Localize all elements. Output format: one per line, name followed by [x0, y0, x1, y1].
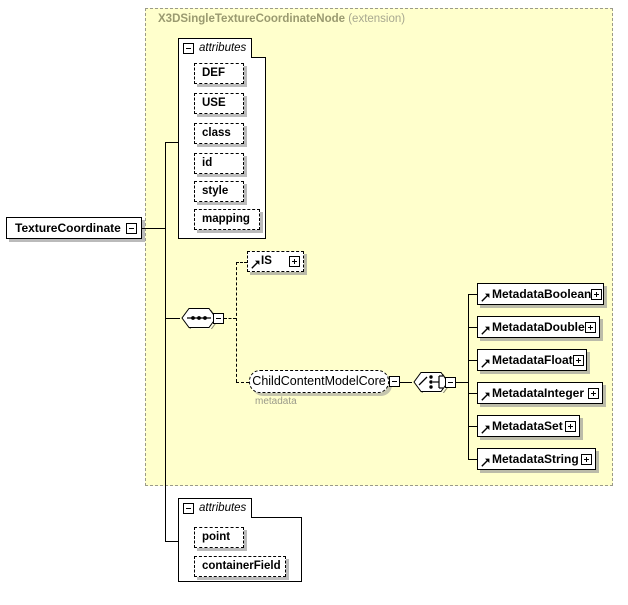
element-texturecoordinate[interactable]: TextureCoordinate [6, 217, 142, 239]
element-metadatainteger[interactable]: MetadataInteger [477, 382, 603, 404]
connector-branch-to-metadataboolean [468, 294, 477, 295]
connector-branch-to-metadatastring [468, 459, 477, 460]
attribute-id[interactable]: id [194, 153, 244, 174]
connector-sequence-branch-vertical [236, 262, 237, 382]
attribute-class[interactable]: class [194, 123, 244, 144]
connector-choice-stub [456, 382, 468, 383]
attributes-tab-label: attributes [199, 501, 247, 514]
connector-branch-to-metadataset [468, 426, 477, 427]
attribute-label: containerField [202, 559, 281, 572]
collapse-toggle-choice[interactable] [445, 377, 456, 388]
element-is[interactable]: IS [247, 251, 304, 272]
connector-branch-to-childcontentmodelcore [236, 382, 249, 383]
element-metadatadouble[interactable]: MetadataDouble [477, 316, 600, 338]
attribute-label: id [202, 156, 213, 169]
element-label: MetadataBoolean [492, 287, 592, 301]
collapse-toggle-inherited-attributes[interactable] [183, 43, 194, 54]
attribute-point[interactable]: point [194, 527, 244, 548]
element-reference-arrow-icon [481, 392, 490, 401]
collapse-toggle-sequence[interactable] [213, 313, 224, 324]
expand-toggle-metadatadouble[interactable] [585, 321, 596, 333]
connector-groupref-to-choice [400, 382, 412, 383]
element-label: MetadataDouble [492, 320, 585, 334]
attribute-label: class [202, 126, 231, 139]
attribute-label: mapping [202, 212, 250, 225]
extension-panel-title: X3DSingleTextureCoordinateNode (extensio… [158, 13, 405, 25]
attribute-label: point [202, 530, 231, 543]
element-reference-arrow-icon [481, 326, 490, 335]
inherited-attributes-header[interactable]: attributes [178, 38, 252, 58]
element-metadatastring[interactable]: MetadataString [477, 448, 596, 470]
connector-branch-to-is [236, 262, 247, 263]
expand-toggle-metadataboolean[interactable] [591, 288, 603, 300]
connector-trunk-to-attributes [165, 142, 178, 143]
connector-branch-to-metadatafloat [468, 360, 477, 361]
element-metadataset[interactable]: MetadataSet [477, 415, 580, 437]
connector-sequence-stub [224, 318, 236, 319]
expand-toggle-metadatainteger[interactable] [588, 387, 599, 399]
connector-branch-to-metadatadouble [468, 327, 477, 328]
extension-base-type: X3DSingleTextureCoordinateNode [158, 13, 346, 25]
sequence-compositor[interactable] [180, 307, 218, 329]
connector-trunk-to-sequence [165, 318, 180, 319]
element-label: IS [261, 254, 272, 267]
group-ref-label: ChildContentModelCore [252, 374, 386, 389]
attribute-def[interactable]: DEF [194, 63, 244, 84]
group-ref-sublabel-metadata: metadata [255, 396, 297, 407]
choice-compositor[interactable] [412, 371, 450, 393]
attribute-containerfield[interactable]: containerField [194, 556, 286, 577]
connector-metadata-branch-vertical [468, 294, 469, 460]
element-label: MetadataFloat [492, 353, 573, 367]
collapse-toggle-own-attributes[interactable] [183, 503, 194, 514]
attribute-label: DEF [202, 66, 225, 79]
element-reference-arrow-icon [251, 260, 260, 269]
expand-toggle-is[interactable] [289, 256, 300, 267]
connector-trunk-vertical [165, 142, 166, 541]
group-ref-childcontentmodelcore[interactable]: ChildContentModelCore [249, 370, 389, 393]
element-label: TextureCoordinate [15, 221, 121, 235]
connector-root-to-trunk [142, 228, 166, 229]
attribute-label: style [202, 184, 229, 197]
element-label: MetadataString [492, 452, 579, 466]
element-reference-arrow-icon [481, 458, 490, 467]
element-reference-arrow-icon [481, 425, 490, 434]
element-reference-arrow-icon [481, 293, 490, 302]
attributes-tab-label: attributes [199, 41, 247, 54]
element-metadatafloat[interactable]: MetadataFloat [477, 349, 587, 371]
attribute-label: USE [202, 96, 226, 109]
attribute-mapping[interactable]: mapping [194, 209, 260, 230]
own-attributes-header[interactable]: attributes [178, 498, 252, 518]
attribute-style[interactable]: style [194, 181, 244, 202]
element-label: MetadataSet [492, 419, 563, 433]
connector-branch-to-metadatainteger [468, 393, 477, 394]
expand-toggle-metadatafloat[interactable] [572, 354, 584, 366]
expand-toggle-metadatastring[interactable] [581, 453, 592, 465]
element-label: MetadataInteger [492, 386, 585, 400]
attribute-use[interactable]: USE [194, 93, 244, 114]
inherited-attributes-group [178, 57, 266, 239]
element-reference-arrow-icon [481, 359, 490, 368]
collapse-toggle-childcontentmodelcore[interactable] [389, 376, 400, 387]
extension-kind-label: (extension) [348, 13, 406, 25]
connector-trunk-to-own-attributes [165, 541, 178, 542]
expand-toggle-metadataset[interactable] [565, 420, 576, 432]
collapse-toggle-texturecoordinate[interactable] [126, 222, 137, 234]
element-metadataboolean[interactable]: MetadataBoolean [477, 283, 604, 305]
